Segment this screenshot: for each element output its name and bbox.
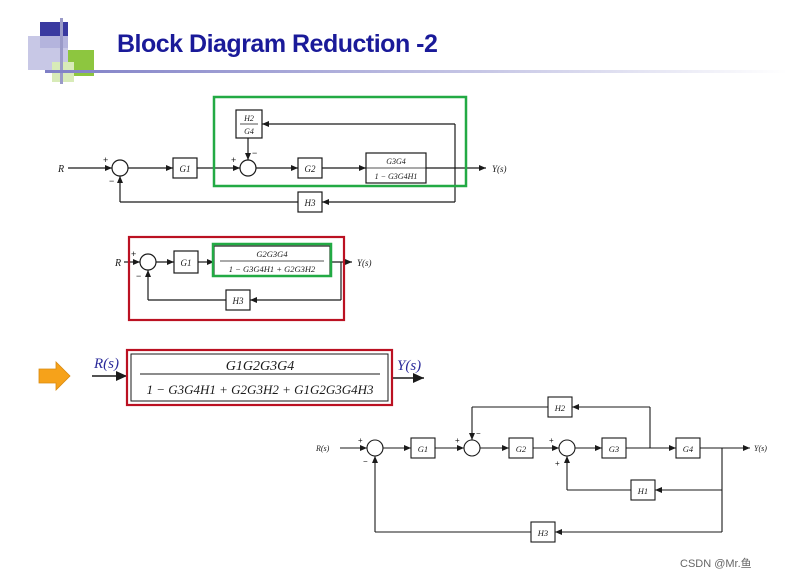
d1-g1-label: G1 (180, 164, 191, 174)
diagram-4-labels: R(s) Y(s) G1 G2 G3 G4 H2 H1 H3 + − + − +… (315, 403, 767, 538)
d4-h1-label: H1 (637, 486, 648, 496)
diagram-1 (68, 109, 486, 213)
d2-highlight-box (127, 235, 346, 322)
d1-sign: − (109, 176, 114, 186)
d2-input-label: R (114, 258, 121, 269)
d1-g2-label: G2 (305, 164, 316, 174)
d4-h2-label: H2 (554, 403, 566, 413)
d2-output-label: Y(s) (357, 258, 372, 268)
d1-h2-num: H2 (243, 114, 254, 123)
d1-g4-den: G4 (244, 127, 254, 136)
d1-highlight-box (212, 95, 468, 188)
d3-tf-den: 1 − G3G4H1 + G2G3H2 + G1G2G3G4H3 (146, 382, 374, 397)
diagram-2 (124, 245, 352, 311)
d1-output-label: Y(s) (492, 164, 507, 174)
d4-sign: + (549, 436, 554, 445)
d3-output-label: Y(s) (397, 358, 421, 374)
diagram-3 (92, 371, 424, 383)
page-title: Block Diagram Reduction -2 (117, 30, 438, 58)
d2-inner-highlight-box (211, 242, 333, 278)
d2-tf-num: G2G3G4 (256, 249, 288, 259)
diagram-4 (340, 396, 750, 543)
d3-tf-block (130, 353, 389, 402)
d1-h3-label: H3 (304, 198, 316, 208)
d4-sign: + (358, 436, 363, 445)
d2-g1-label: G1 (181, 258, 192, 268)
d4-input-label: R(s) (315, 444, 330, 453)
d2-h3-label: H3 (232, 296, 244, 306)
diagram-3-labels: R(s) Y(s) G1G2G3G4 1 − G3G4H1 + G2G3H2 +… (93, 356, 421, 397)
d2-tf-den: 1 − G3G4H1 + G2G3H2 (229, 264, 316, 274)
right-arrow-icon (38, 361, 71, 391)
d1-sign: + (231, 155, 236, 165)
d4-sign: + (555, 459, 560, 468)
watermark: CSDN @Mr.鱼 (680, 558, 752, 570)
d4-sign: + (455, 436, 460, 445)
d1-sign: − (252, 148, 257, 158)
d4-g4-label: G4 (683, 444, 694, 454)
d2-sign: − (136, 271, 141, 281)
diagram-2-labels: R Y(s) G1 H3 G2G3G4 1 − G3G4H1 + G2G3H2 … (114, 249, 372, 306)
d1-sign: + (103, 155, 108, 165)
d4-g2-label: G2 (516, 444, 527, 454)
d4-h3-label: H3 (537, 528, 548, 538)
d4-sign: − (363, 457, 368, 466)
d1-g3g4-den: 1 − G3G4H1 (375, 172, 418, 181)
d3-highlight-box (125, 348, 394, 407)
d4-sign: − (476, 429, 481, 438)
diagram-1-labels: R Y(s) G1 G2 H3 H2 G4 G3G4 1 − G3G4H1 + … (57, 114, 507, 208)
d3-tf-num: G1G2G3G4 (226, 359, 294, 374)
d1-g3g4-num: G3G4 (386, 157, 406, 166)
d4-g3-label: G3 (609, 444, 619, 454)
title-divider (45, 70, 787, 73)
d3-input-label: R(s) (93, 356, 119, 372)
corner-squares-icon (0, 0, 110, 90)
d2-sign: + (131, 249, 136, 259)
d1-input-label: R (57, 164, 64, 175)
d4-output-label: Y(s) (754, 444, 767, 453)
d4-g1-label: G1 (418, 444, 428, 454)
